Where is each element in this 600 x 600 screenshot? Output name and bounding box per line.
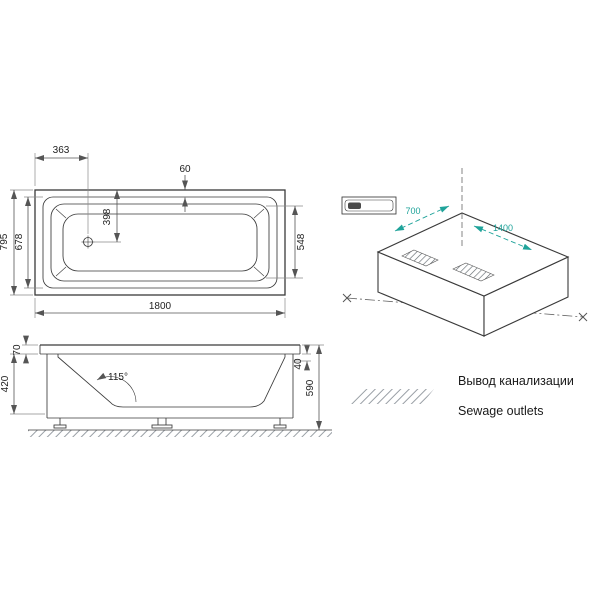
ground-line: [28, 429, 332, 437]
drain-symbol: [81, 235, 95, 249]
sewage-outlet-patch-2: [452, 262, 495, 282]
dim-drain-offset: 363: [34, 145, 89, 234]
basin-corner-lines: [55, 208, 265, 277]
dim-label-60: 60: [179, 164, 191, 175]
dim-skirt-height: 420: [0, 353, 45, 415]
dim-centerline: 398: [93, 190, 121, 243]
location-thumbnail: [341, 196, 397, 215]
legend-label-en: Sewage outlets: [458, 404, 543, 418]
dim-label-590: 590: [305, 379, 316, 396]
dim-label-70: 70: [12, 344, 23, 356]
thumbnail-drain-zone: [348, 202, 361, 209]
dim-label-40: 40: [293, 358, 304, 370]
axis-x-mark-left: [342, 293, 352, 303]
sewer-axis-line: [346, 297, 584, 318]
bowl-profile: [57, 354, 286, 408]
angle-arc: [96, 372, 137, 403]
dim-label-1800: 1800: [149, 301, 172, 312]
dim-label-700: 700: [405, 206, 420, 216]
tub-basin-bottom: [62, 213, 258, 272]
dim-label-1400: 1400: [493, 223, 513, 233]
axis-x-mark-right: [578, 312, 588, 322]
dim-label-angle: 115°: [108, 372, 128, 383]
side-view: 115° 70 420: [0, 335, 332, 437]
legend: Вывод канализации Sewage outlets: [350, 374, 574, 418]
isometric-view: 700 1400: [342, 168, 588, 337]
legend-label-ru: Вывод канализации: [458, 374, 574, 388]
dim-rim-thickness: 70: [12, 335, 38, 364]
dim-rim-width: 60: [179, 164, 191, 212]
tub-outer-rect: [34, 189, 286, 296]
top-view: 363 398 60 795 678: [0, 145, 307, 318]
dim-label-795: 795: [0, 233, 10, 250]
dim-label-363: 363: [53, 145, 70, 156]
dim-basin-width: 548: [266, 205, 307, 279]
iso-dim-1400: 1400: [473, 223, 533, 251]
legend-hatch-swatch: [350, 389, 434, 404]
iso-dim-700: 700: [394, 205, 450, 232]
dim-label-548: 548: [296, 233, 307, 250]
dim-label-420: 420: [0, 375, 11, 392]
dim-rim-drop: 40: [293, 344, 311, 371]
dim-total-height: 590: [302, 344, 324, 430]
dim-label-678: 678: [14, 233, 25, 250]
sewage-outlet-patch-1: [401, 249, 439, 267]
tub-rim-inner: [42, 196, 278, 289]
frame-legs: [53, 418, 287, 429]
dim-length: 1800: [34, 298, 286, 318]
tub-basin-top: [50, 203, 270, 282]
dim-label-398: 398: [102, 208, 113, 225]
dim-inner-width: 678: [14, 196, 43, 289]
dim-outer-width: 795: [0, 189, 33, 296]
